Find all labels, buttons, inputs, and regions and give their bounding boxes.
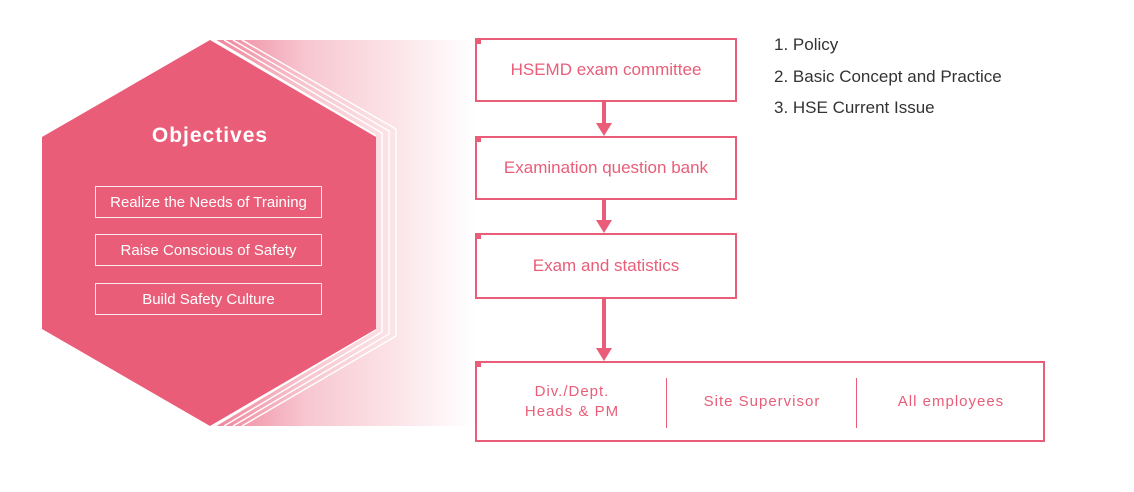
objective-item: Raise Conscious of Safety xyxy=(95,234,322,266)
arrow-1-shaft xyxy=(602,102,606,123)
corner-marker xyxy=(475,38,481,44)
target-site-supervisor: Site Supervisor xyxy=(703,392,821,410)
arrow-3-shaft xyxy=(602,299,606,348)
flow-arrows xyxy=(596,102,612,361)
flow-targets: Div./Dept. Heads & PM Site Supervisor Al… xyxy=(475,361,1045,442)
corner-marker xyxy=(475,136,481,142)
arrow-2-head xyxy=(596,220,612,233)
arrow-2-shaft xyxy=(602,200,606,220)
topic-item: 2. Basic Concept and Practice xyxy=(774,66,1002,86)
target-divider xyxy=(856,378,857,428)
arrow-1-head xyxy=(596,123,612,136)
objective-item: Realize the Needs of Training xyxy=(95,186,322,218)
fade-band xyxy=(215,40,475,426)
objectives-hexagon xyxy=(42,40,376,426)
topic-item: 1. Policy xyxy=(774,35,839,54)
target-all-employees: All employees xyxy=(897,392,1005,410)
target-div-dept-heads: Div./Dept. Heads & PM xyxy=(524,382,620,420)
objective-item: Build Safety Culture xyxy=(95,283,322,315)
corner-marker xyxy=(475,361,481,367)
flow-step-exam-committee: HSEMD exam committee xyxy=(475,38,737,102)
flow-step-label: Examination question bank xyxy=(503,158,709,177)
flow-step-label: HSEMD exam committee xyxy=(510,60,702,79)
flow-step-question-bank: Examination question bank xyxy=(475,136,737,200)
topic-list: 1. Policy 2. Basic Concept and Practice … xyxy=(774,34,1002,129)
flow-step-label: Exam and statistics xyxy=(532,256,680,275)
topic-item: 3. HSE Current Issue xyxy=(774,98,935,117)
corner-marker xyxy=(475,233,481,239)
objectives-title: Objectives xyxy=(151,124,269,147)
flow-step-exam-statistics: Exam and statistics xyxy=(475,233,737,299)
target-divider xyxy=(666,378,667,428)
arrow-3-head xyxy=(596,348,612,361)
